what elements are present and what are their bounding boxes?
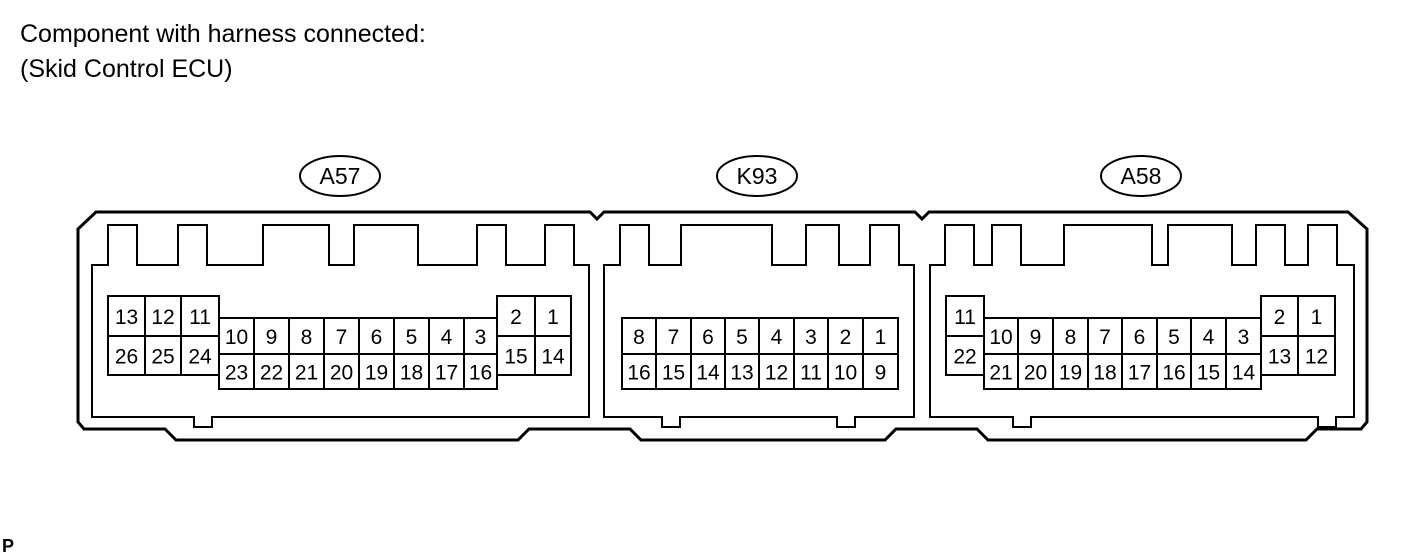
k93-pin-4-label: 4 [771, 326, 783, 349]
a58-pin-14-label: 14 [1232, 362, 1256, 385]
a57-pin-1-label: 1 [547, 306, 559, 329]
a57-inner-frame [91, 224, 590, 428]
a57-pin-20-label: 20 [330, 362, 353, 385]
a58-pin-22-label: 22 [953, 346, 976, 369]
tag-a57: A57 [299, 155, 381, 197]
k93-pin-1-label: 1 [875, 326, 887, 349]
k93-pin-5-label: 5 [736, 326, 748, 349]
a57-pin-18-label: 18 [400, 362, 423, 385]
a57-pin-12-label: 12 [151, 306, 174, 329]
k93-pin-3-label: 3 [805, 326, 817, 349]
a57-pin-13-label: 13 [115, 306, 138, 329]
k93-pin-11-label: 11 [800, 362, 822, 385]
a58-pin-2-label: 2 [1274, 306, 1286, 329]
a58-pin-1-label: 1 [1311, 306, 1323, 329]
k93-pin-16-label: 16 [627, 362, 650, 385]
k93-pin-2-label: 2 [840, 326, 852, 349]
k93-pin-8-label: 8 [633, 326, 645, 349]
a58-pin-16-label: 16 [1162, 362, 1185, 385]
a58-pin-19-label: 19 [1059, 362, 1082, 385]
a57-pin-3-label: 3 [475, 326, 487, 349]
a57-pin-cell-14 [534, 335, 572, 376]
k93-pin-cell-9 [862, 353, 899, 390]
tag-a57-ellipse [299, 155, 381, 197]
a58-pin-7-label: 7 [1099, 326, 1111, 349]
a58-pin-5-label: 5 [1168, 326, 1180, 349]
a57-pin-4-label: 4 [441, 326, 453, 349]
a57-pin-21-label: 21 [295, 362, 318, 385]
tag-k93-ellipse [716, 155, 798, 197]
k93-pin-12-label: 12 [765, 362, 788, 385]
k93-pin-10-label: 10 [834, 362, 857, 385]
tag-k93: K93 [716, 155, 798, 197]
tag-k93-label: K93 [737, 163, 778, 189]
a58-inner-frame [929, 224, 1355, 428]
a58-pin-6-label: 6 [1134, 326, 1146, 349]
a57-pin-23-label: 23 [225, 362, 248, 385]
a57-pin-14-label: 14 [541, 346, 565, 369]
a58-pin-cell-12 [1297, 335, 1336, 376]
a57-pin-19-label: 19 [365, 362, 388, 385]
k93-pin-6-label: 6 [702, 326, 714, 349]
a57-pin-25-label: 25 [151, 346, 174, 369]
a58-pin-17-label: 17 [1128, 362, 1151, 385]
a58-pin-9-label: 9 [1030, 326, 1042, 349]
a58-pin-21-label: 21 [989, 362, 1012, 385]
a58-pin-13-label: 13 [1268, 346, 1291, 369]
a57-pin-9-label: 9 [266, 326, 278, 349]
k93-pin-7-label: 7 [668, 326, 680, 349]
tag-a58-label: A58 [1121, 163, 1162, 189]
a57-pin-2-label: 2 [510, 306, 522, 329]
a57-pin-15-label: 15 [504, 346, 527, 369]
tag-a58-ellipse [1100, 155, 1182, 197]
a57-pin-26-label: 26 [115, 346, 138, 369]
k93-pin-15-label: 15 [662, 362, 685, 385]
k93-pin-14-label: 14 [696, 362, 720, 385]
a58-pin-11-label: 11 [954, 306, 976, 329]
a58-pin-4-label: 4 [1203, 326, 1215, 349]
a58-pin-8-label: 8 [1065, 326, 1077, 349]
a57-pin-7-label: 7 [336, 326, 348, 349]
a57-pin-10-label: 10 [225, 326, 248, 349]
connector-housing-outline [76, 210, 1369, 442]
k93-pin-13-label: 13 [730, 362, 753, 385]
a57-pin-24-label: 24 [188, 346, 212, 369]
a58-pin-3-label: 3 [1238, 326, 1250, 349]
figure-code: P [2, 536, 15, 556]
a58-pin-15-label: 15 [1197, 362, 1220, 385]
a58-pin-18-label: 18 [1093, 362, 1116, 385]
caption-line-1: Component with harness connected: [20, 20, 426, 48]
k93-inner-frame [603, 224, 915, 428]
caption-line-2: (Skid Control ECU) [20, 55, 233, 83]
a58-pin-10-label: 10 [989, 326, 1012, 349]
a57-pin-11-label: 11 [189, 306, 211, 329]
a57-pin-17-label: 17 [435, 362, 458, 385]
a58-pin-20-label: 20 [1024, 362, 1047, 385]
a57-pin-22-label: 22 [260, 362, 283, 385]
k93-pin-9-label: 9 [875, 362, 887, 385]
a58-pin-12-label: 12 [1305, 346, 1328, 369]
tag-a58: A58 [1100, 155, 1182, 197]
a57-pin-8-label: 8 [301, 326, 313, 349]
a57-pin-5-label: 5 [406, 326, 418, 349]
a57-pin-6-label: 6 [371, 326, 383, 349]
tag-a57-label: A57 [320, 163, 361, 189]
a57-pin-16-label: 16 [469, 362, 492, 385]
